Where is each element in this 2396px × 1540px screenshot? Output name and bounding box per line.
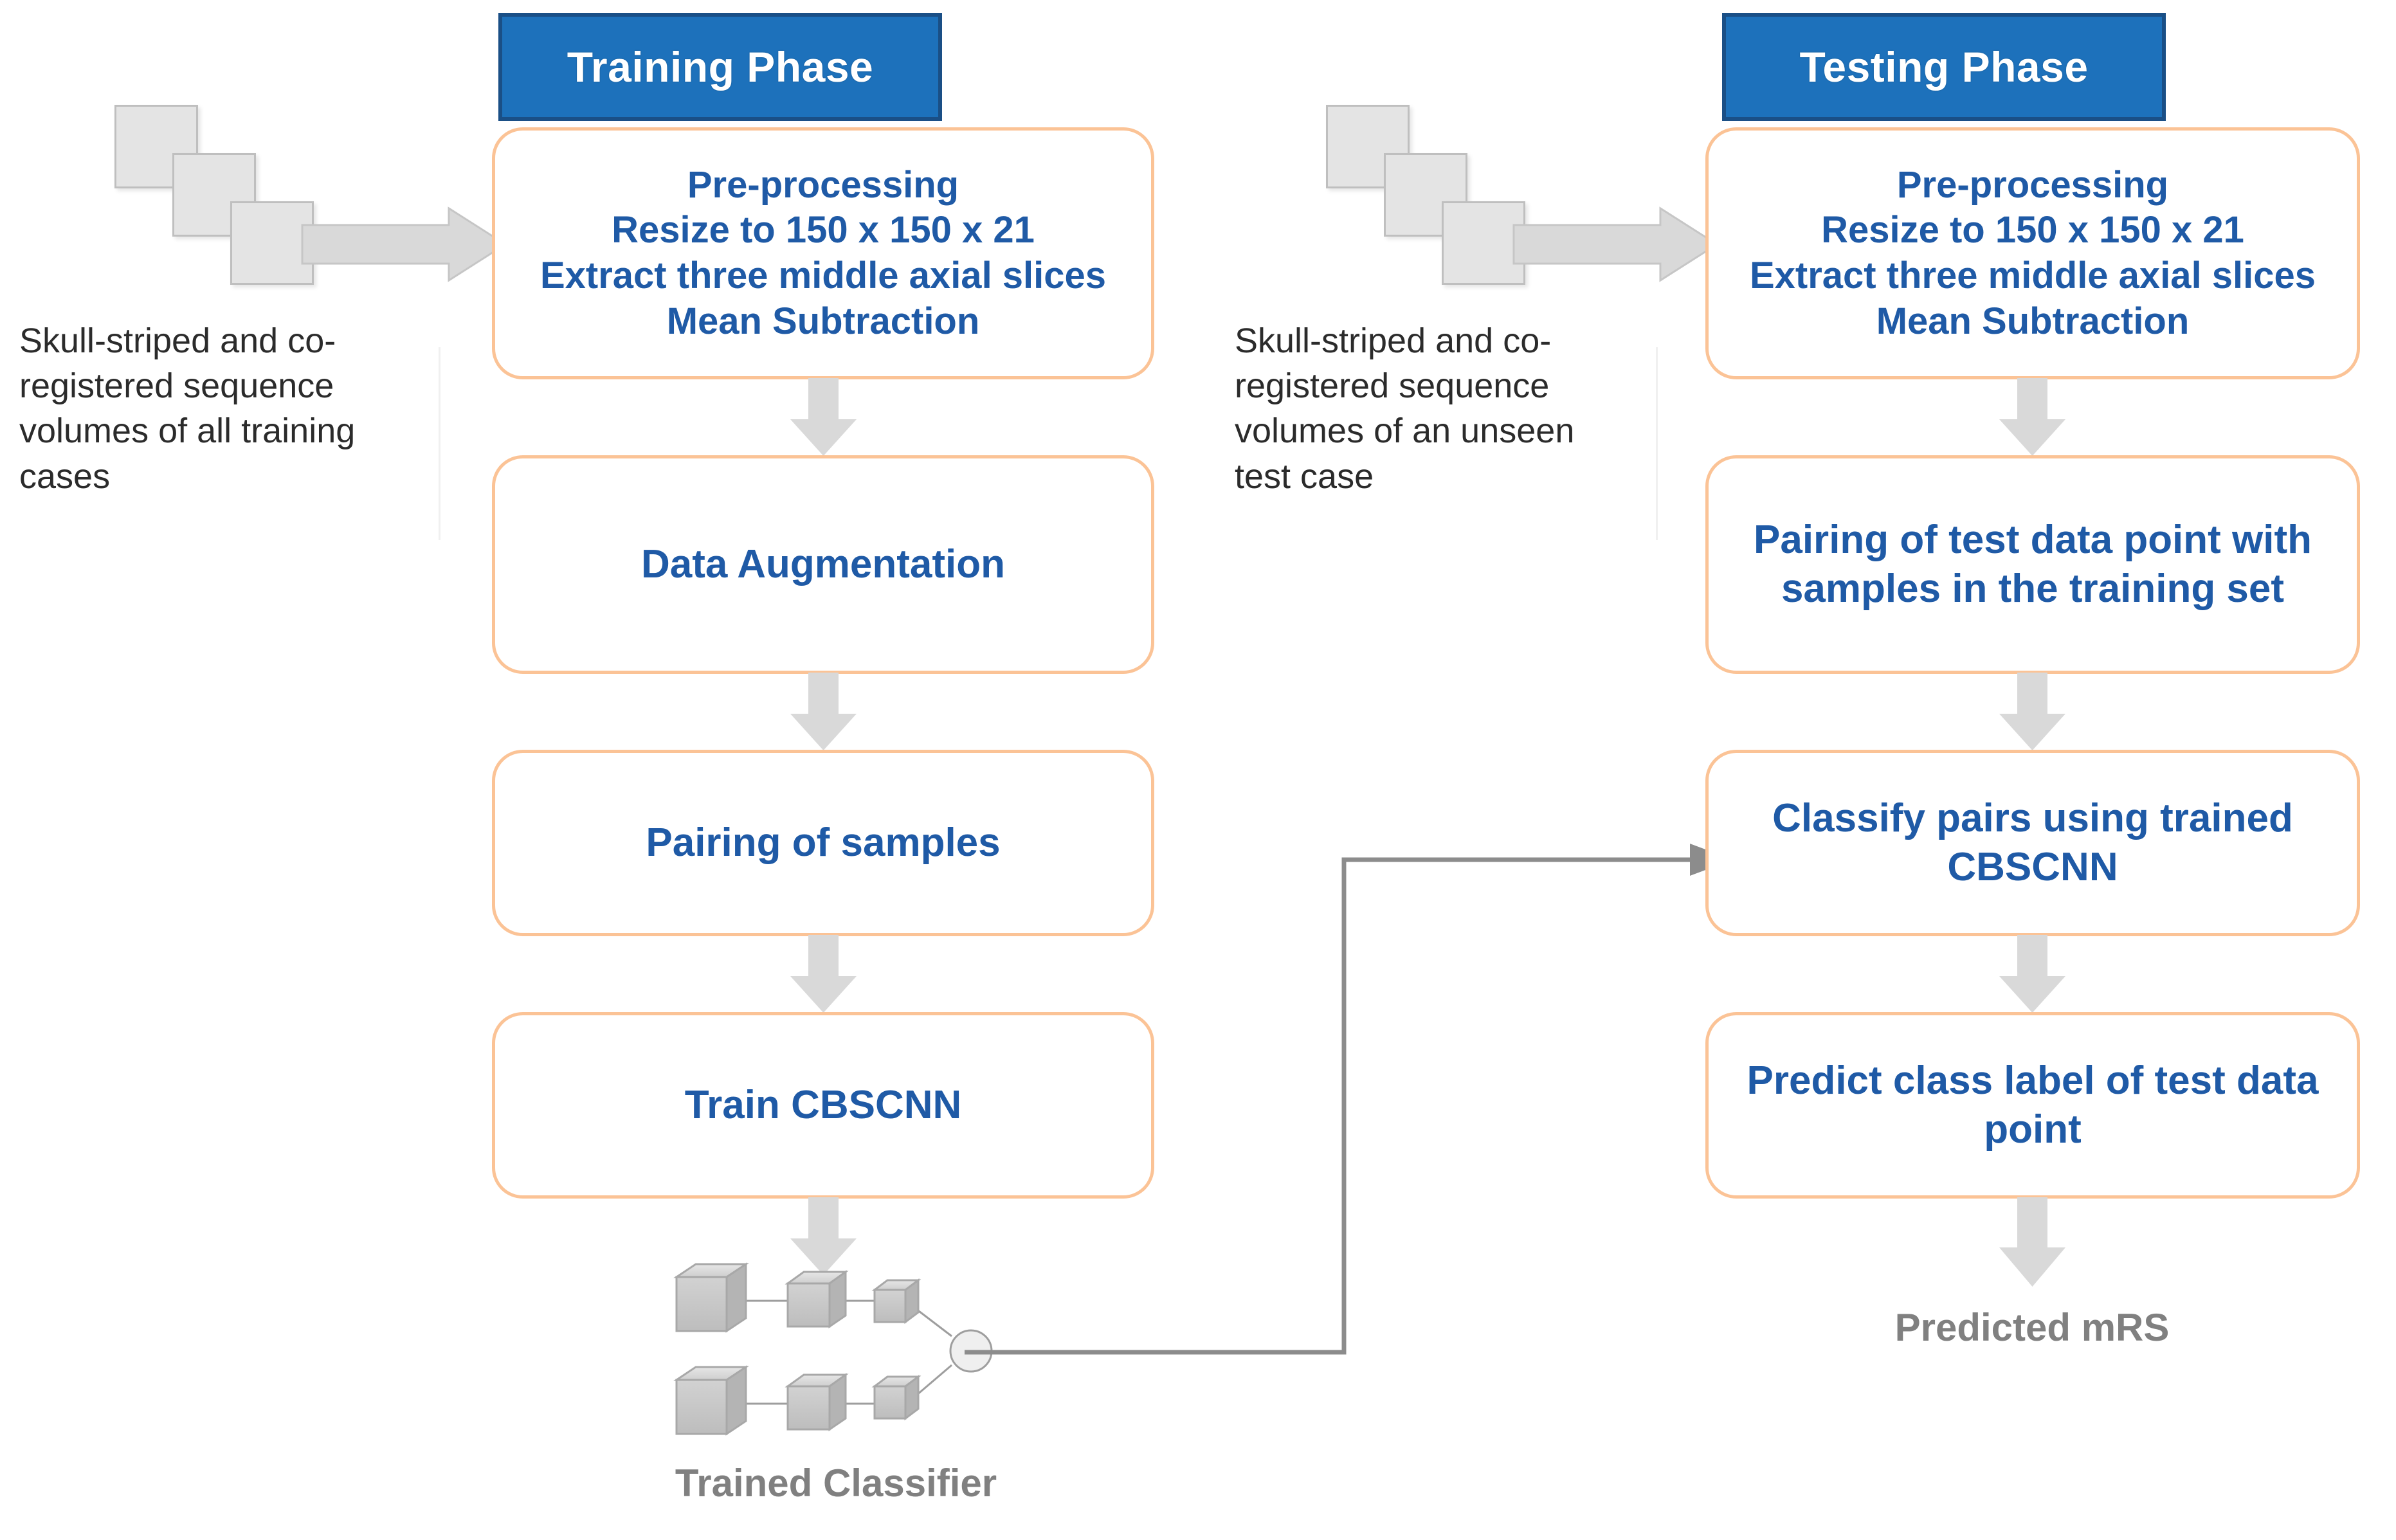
cube-top-1 bbox=[673, 1262, 749, 1333]
input-volume-slab-1 bbox=[114, 105, 198, 188]
cube-bottom-1 bbox=[673, 1365, 749, 1436]
testing-step-classify-pairs[interactable]: Classify pairs using trained CBSCNN bbox=[1705, 750, 2360, 936]
training-step-train-cbscnn[interactable]: Train CBSCNN bbox=[492, 1012, 1154, 1199]
predicted-mrs-label: Predicted mRS bbox=[1894, 1306, 2170, 1349]
training-phase-banner-label: Training Phase bbox=[567, 43, 874, 91]
input-volume-slab-2 bbox=[172, 153, 256, 237]
column-divider-right bbox=[1656, 347, 1658, 540]
training-pairing-heading: Pairing of samples bbox=[646, 820, 1001, 865]
training-phase-banner: Training Phase bbox=[498, 13, 942, 121]
testing-input-caption: Skull-striped and co-registered sequence… bbox=[1235, 322, 1575, 496]
testing-phase-banner-label: Testing Phase bbox=[1799, 43, 2089, 91]
training-arrow-4-icon bbox=[790, 1197, 857, 1275]
training-preprocessing-line-3: Mean Subtraction bbox=[666, 300, 980, 342]
classifier-to-classify-connector bbox=[965, 844, 1733, 1355]
cube-bottom-3 bbox=[871, 1375, 921, 1420]
testing-classify-pairs-heading: Classify pairs using trained CBSCNN bbox=[1772, 796, 2293, 889]
cube-top-3 bbox=[871, 1278, 921, 1324]
testing-preprocessing-line-3: Mean Subtraction bbox=[1876, 300, 2190, 342]
training-preprocessing-line-1: Resize to 150 x 150 x 21 bbox=[612, 209, 1035, 251]
trained-classifier-label: Trained Classifier bbox=[675, 1462, 997, 1505]
cube-top-2 bbox=[785, 1270, 849, 1328]
training-preprocessing-line-2: Extract three middle axial slices bbox=[540, 255, 1107, 296]
training-step-data-augmentation[interactable]: Data Augmentation bbox=[492, 455, 1154, 674]
testing-step-predict-class-label[interactable]: Predict class label of test data point bbox=[1705, 1012, 2360, 1199]
testing-predict-heading: Predict class label of test data point bbox=[1747, 1058, 2319, 1152]
training-preprocessing-heading: Pre-processing bbox=[687, 163, 959, 206]
training-data-augmentation-heading: Data Augmentation bbox=[640, 542, 1006, 587]
column-divider-left bbox=[439, 347, 440, 540]
test-volume-slab-1 bbox=[1326, 105, 1410, 188]
testing-phase-banner: Testing Phase bbox=[1722, 13, 2166, 121]
testing-arrow-3-icon bbox=[1999, 935, 2065, 1013]
input-arrow-training bbox=[301, 206, 507, 282]
testing-step-pairing-test-point[interactable]: Pairing of test data point with samples … bbox=[1705, 455, 2360, 674]
testing-pairing-heading: Pairing of test data point with samples … bbox=[1754, 518, 2312, 611]
training-arrow-2-icon bbox=[790, 673, 857, 750]
testing-preprocessing-line-1: Resize to 150 x 150 x 21 bbox=[1821, 209, 2244, 251]
input-volume-slab-3 bbox=[230, 201, 314, 285]
testing-step-preprocessing[interactable]: Pre-processing Resize to 150 x 150 x 21 … bbox=[1705, 127, 2360, 379]
testing-preprocessing-line-2: Extract three middle axial slices bbox=[1749, 255, 2316, 296]
training-input-caption: Skull-striped and co-registered sequence… bbox=[19, 322, 356, 496]
testing-arrow-4-icon bbox=[1999, 1197, 2065, 1287]
testing-preprocessing-heading: Pre-processing bbox=[1896, 163, 2169, 206]
testing-arrow-1-icon bbox=[1999, 378, 2065, 456]
testing-arrow-2-icon bbox=[1999, 673, 2065, 750]
trained-classifier-network-icon bbox=[673, 1262, 993, 1436]
input-arrow-testing bbox=[1512, 206, 1719, 282]
training-step-pairing-of-samples[interactable]: Pairing of samples bbox=[492, 750, 1154, 936]
training-arrow-1-icon bbox=[790, 378, 857, 456]
training-step-preprocessing[interactable]: Pre-processing Resize to 150 x 150 x 21 … bbox=[492, 127, 1154, 379]
training-train-cbscnn-heading: Train CBSCNN bbox=[684, 1083, 962, 1128]
training-arrow-3-icon bbox=[790, 935, 857, 1013]
cube-bottom-2 bbox=[785, 1373, 849, 1431]
